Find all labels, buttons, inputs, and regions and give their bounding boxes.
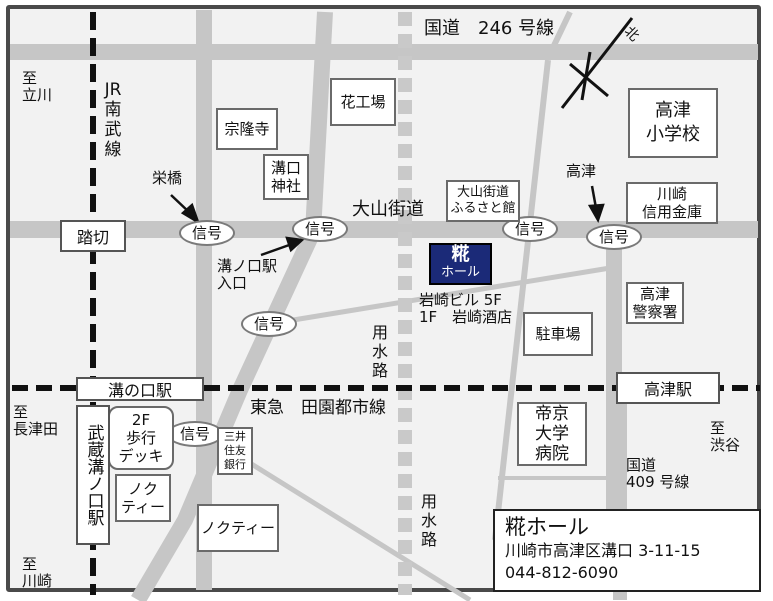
road-yosuiro-diagonal xyxy=(492,59,551,541)
signal-6: 信号 xyxy=(167,421,223,447)
parking: 駐車場 xyxy=(523,312,593,356)
arrow-icon xyxy=(587,185,605,224)
dir-tachikawa: 至 立川 xyxy=(22,69,53,104)
nocty: ノクティー xyxy=(197,504,279,552)
phone-number: 044-812-6090 xyxy=(505,563,619,582)
nocty-small: ノク ティー xyxy=(115,474,171,522)
jr-nambu-label: JR 南武線 xyxy=(104,80,122,160)
arrow-icon xyxy=(260,236,305,257)
walkway-deck: 2F 歩行 デッキ xyxy=(108,406,174,470)
oyama-kaido-label: 大山街道 xyxy=(352,199,424,220)
dir-shibuya: 至 渋谷 xyxy=(710,419,741,454)
railroad-crossing: 踏切 xyxy=(60,220,126,252)
yosuiro-upper-label: 用水路 xyxy=(371,323,388,380)
signal-5: 信号 xyxy=(241,311,297,337)
venue-subname: ホール xyxy=(440,265,480,280)
takatsu-signal-label: 高津 xyxy=(566,162,597,180)
teikyo-hospital: 帝京 大学 病院 xyxy=(517,402,587,466)
mitsui-bank: 三井 住友 銀行 xyxy=(217,427,253,475)
hanakoba: 花工場 xyxy=(330,78,396,126)
route409-label: 国道 409 号線 xyxy=(626,456,690,491)
dir-nagatsuta: 至 長津田 xyxy=(13,403,59,438)
road-signal-east xyxy=(274,265,611,326)
musashi-mizonokuchi-station: 武蔵溝ノ口駅 xyxy=(76,405,110,545)
iwasaki-building-label: 岩崎ビル 5F 1F 岩崎酒店 xyxy=(419,291,513,326)
entrance-label: 溝ノ口駅 入口 xyxy=(217,257,278,292)
venue-marker: 糀 ホール xyxy=(429,243,492,285)
compass-icon xyxy=(560,17,634,109)
arrow-icon xyxy=(170,194,201,225)
route246-label: 国道 246 号線 xyxy=(424,18,555,39)
address-box: 糀ホール 川崎市高津区溝口 3-11-15 044-812-6090 xyxy=(493,509,761,592)
furusatokan: 大山街道 ふるさと館 xyxy=(446,180,520,222)
takatsu-police: 高津 警察署 xyxy=(626,282,684,324)
sakaebashi-label: 栄橋 xyxy=(152,169,183,187)
denentoshi-label: 東急 田園都市線 xyxy=(250,398,386,418)
mizonokuchi-station: 溝の口駅 xyxy=(76,377,204,401)
yosuiro-lower-label: 用水路 xyxy=(420,492,437,549)
soryuji: 宗隆寺 xyxy=(216,108,278,150)
takatsu-station: 高津駅 xyxy=(616,372,720,404)
mizonokuchi-jinja: 溝口 神社 xyxy=(263,154,309,200)
signal-1: 信号 xyxy=(179,220,235,246)
address-venue-name: 糀ホール xyxy=(505,515,589,539)
signal-4: 信号 xyxy=(586,224,642,250)
venue-name: 糀 xyxy=(451,244,470,265)
address-text: 川崎市高津区溝口 3-11-15 xyxy=(505,541,701,560)
kawasaki-shinkin: 川崎 信用金庫 xyxy=(626,182,718,224)
takatsu-elementary: 高津 小学校 xyxy=(628,88,718,158)
road-north-diagonal xyxy=(545,10,573,60)
signal-2: 信号 xyxy=(292,216,348,242)
dir-kawasaki: 至 川崎 xyxy=(22,555,53,590)
